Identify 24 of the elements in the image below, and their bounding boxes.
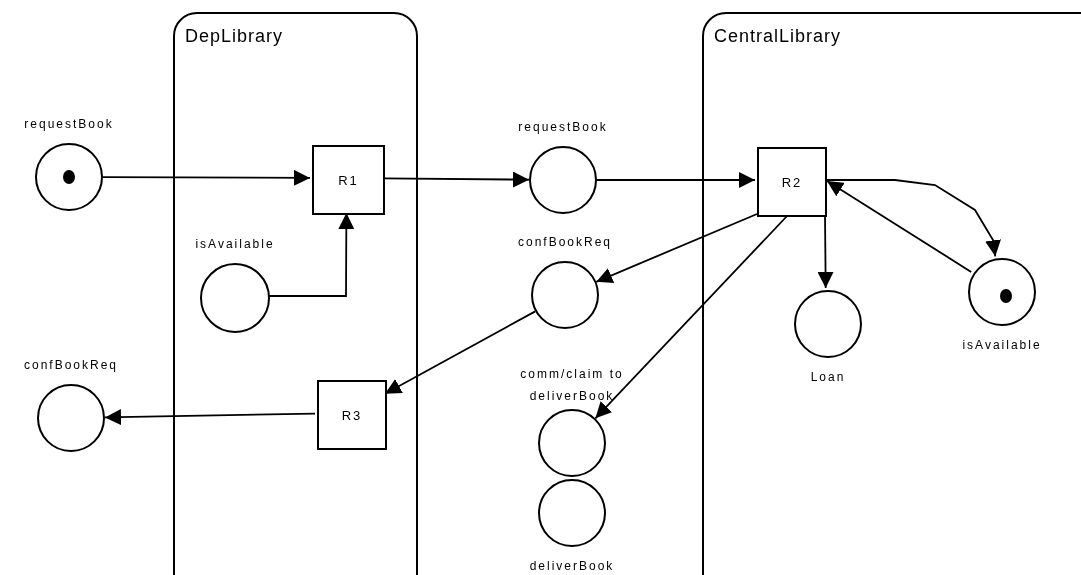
place-label: requestBook (517, 119, 609, 136)
arrow (104, 409, 316, 426)
lane-title: DepLibrary (185, 26, 284, 47)
arrow (102, 169, 311, 186)
place-label: requestBook (23, 116, 115, 133)
place-label: comm/claim to deliverBook (519, 366, 625, 405)
lane-title: CentralLibrary (714, 26, 842, 47)
transition-label: R2 (781, 174, 803, 190)
transition-label: R3 (341, 407, 363, 423)
place-label: isAvailable (194, 236, 276, 253)
arrow (826, 180, 973, 273)
arrow (596, 172, 756, 188)
place-label: confBookReq (22, 357, 119, 374)
arrow (595, 213, 758, 283)
transition-box (757, 147, 827, 217)
place-label: Loan (809, 369, 847, 386)
swimlane (173, 12, 418, 575)
swimlane (702, 12, 1081, 575)
place-label: isAvailable (961, 337, 1043, 354)
place-label: confBookReq (516, 234, 613, 251)
transition-label: R1 (338, 172, 359, 188)
transition-box (312, 145, 385, 215)
transition-box (317, 380, 387, 450)
place-label: deliverBook (528, 558, 616, 575)
